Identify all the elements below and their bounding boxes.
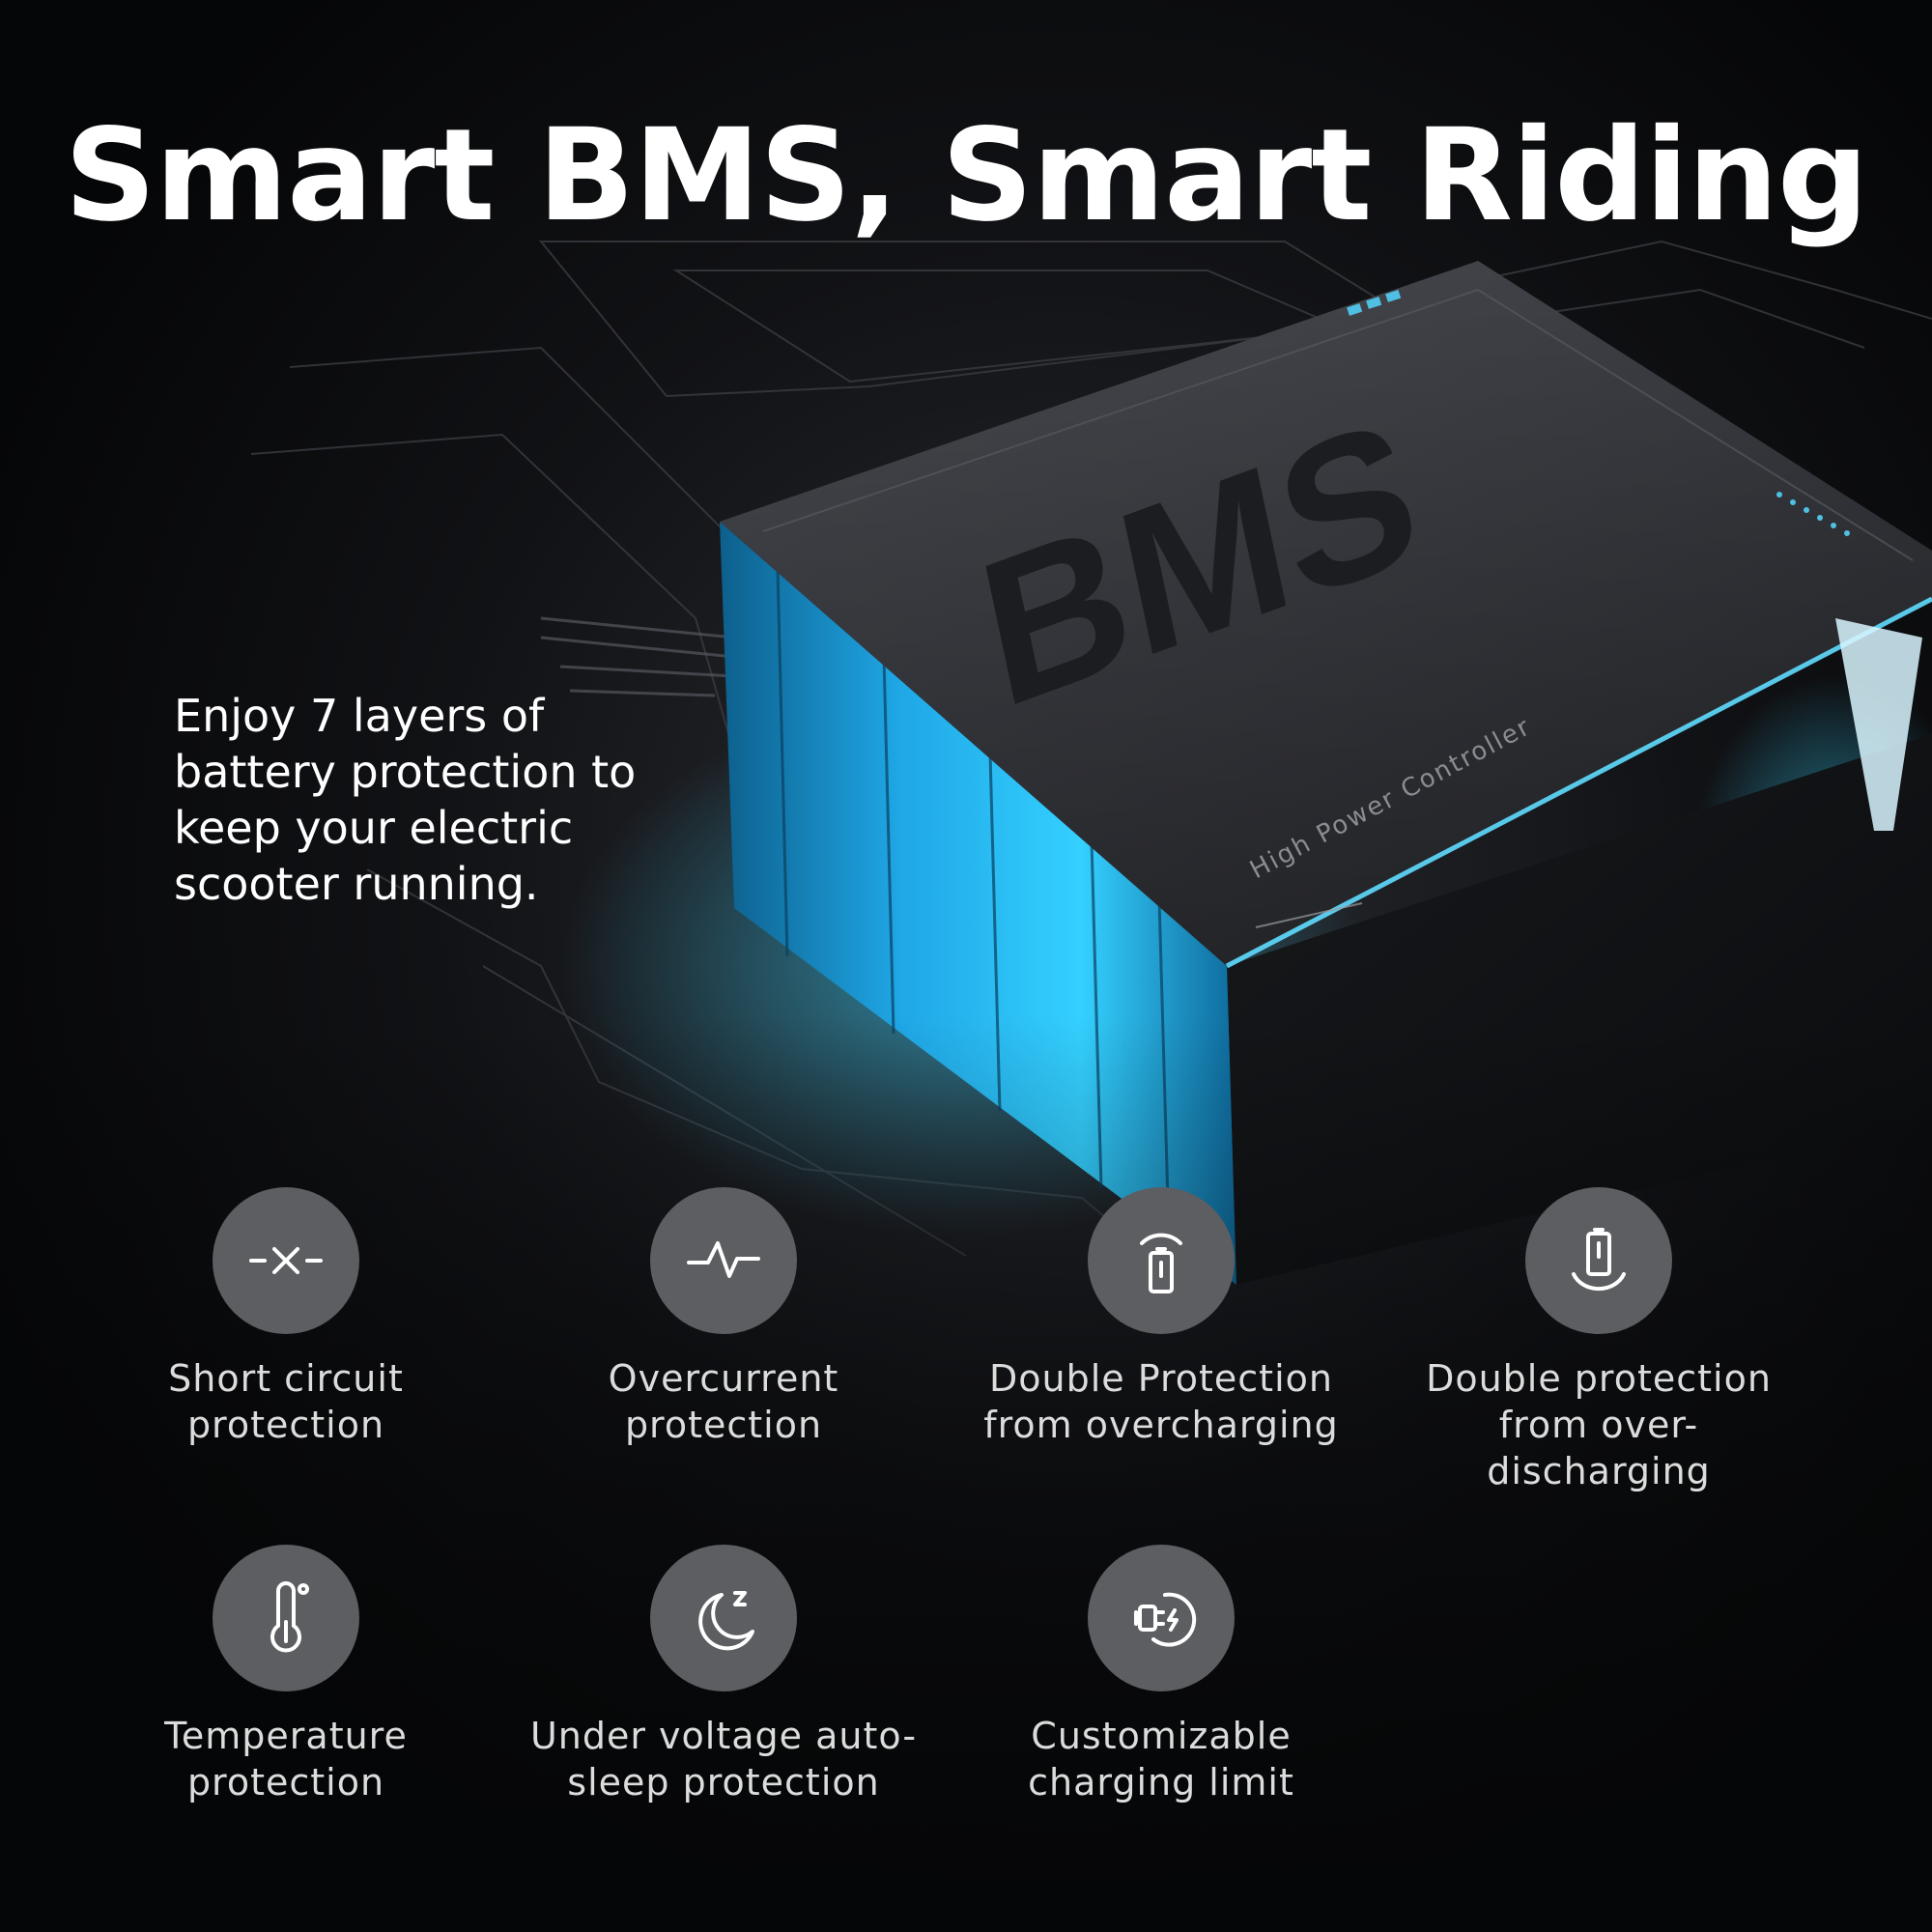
intro-line: battery protection to	[174, 746, 637, 798]
moon-sleep-icon	[650, 1545, 797, 1691]
waveform-icon	[650, 1187, 797, 1334]
intro-line: keep your electric	[174, 802, 574, 854]
intro-line: Enjoy 7 layers of	[174, 690, 545, 742]
thermometer-icon	[213, 1545, 359, 1691]
battery-discharge-icon	[1525, 1187, 1672, 1334]
intro-text: Enjoy 7 layers of battery protection to …	[174, 688, 715, 912]
intro-line: scooter running.	[174, 858, 539, 910]
feature-auto-sleep: Under voltage auto-sleep protection	[511, 1545, 936, 1805]
short-circuit-icon	[213, 1187, 359, 1334]
battery-charging-icon	[1088, 1187, 1235, 1334]
page-title: Smart BMS, Smart Riding	[64, 101, 1869, 250]
feature-label: Under voltage auto-sleep protection	[529, 1715, 918, 1804]
plug-limit-icon	[1088, 1545, 1235, 1691]
